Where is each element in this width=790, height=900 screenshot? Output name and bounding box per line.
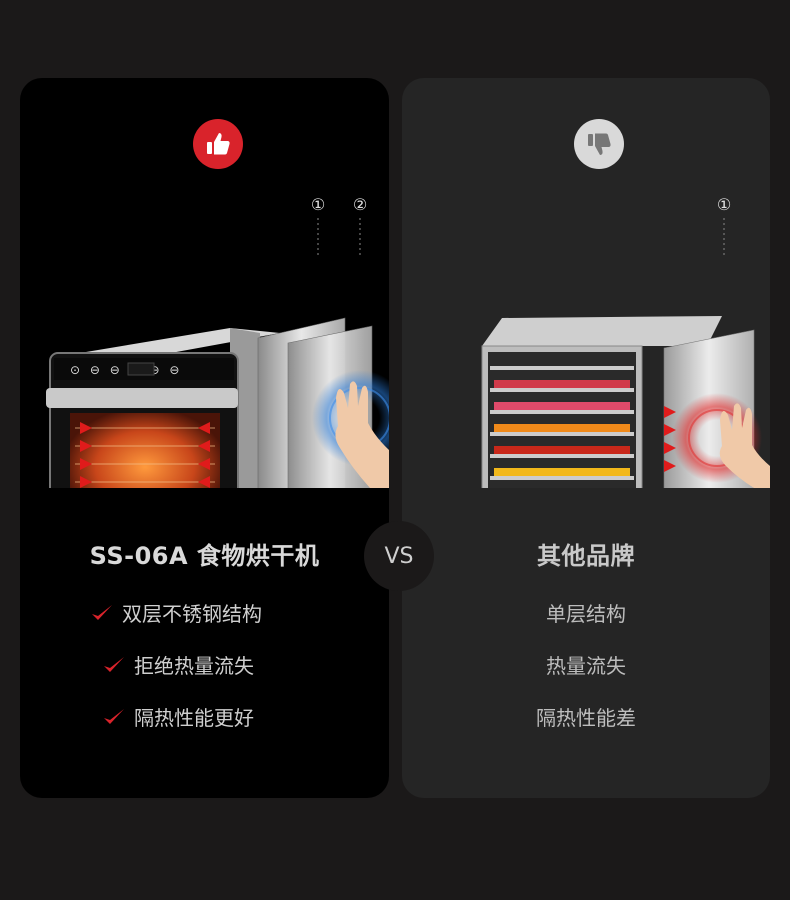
thumbs-up-badge — [193, 119, 243, 169]
checkmark-icon — [102, 707, 126, 727]
dehydrator-illustration: ① ② ⊙ ⊖ ⊖ ⊕ ⊖ ⊖ — [46, 195, 389, 488]
thumbs-down-icon — [588, 133, 611, 155]
our-product-panel: ① ② ⊙ ⊖ ⊖ ⊕ ⊖ ⊖ — [20, 78, 389, 798]
thumbs-down-badge — [574, 119, 624, 169]
feature-item: 双层不锈钢结构 — [20, 598, 389, 627]
checkmark-icon — [90, 603, 114, 623]
hand-illustration — [719, 403, 770, 488]
other-brand-panel: ① — [402, 78, 770, 798]
feature-label: 隔热性能差 — [536, 706, 636, 730]
feature-label: 拒绝热量流失 — [134, 654, 254, 678]
feature-item: 热量流失 — [402, 650, 770, 679]
thumbs-up-icon — [207, 133, 230, 155]
product-title: SS-06A 食物烘干机 — [89, 542, 320, 570]
panel-button-icons: ⊙ ⊖ ⊖ ⊕ ⊖ ⊖ — [70, 363, 182, 377]
feature-item: 隔热性能更好 — [20, 702, 389, 731]
feature-label: 热量流失 — [546, 654, 626, 678]
feature-label: 单层结构 — [546, 602, 626, 626]
competitor-title: 其他品牌 — [537, 542, 635, 570]
layer-marker-1: ① — [717, 195, 731, 214]
feature-item: 拒绝热量流失 — [20, 650, 389, 679]
feature-item: 隔热性能差 — [402, 702, 770, 731]
vs-badge: VS — [364, 521, 434, 591]
feature-item: 单层结构 — [402, 598, 770, 627]
feature-label: 隔热性能更好 — [134, 706, 254, 730]
feature-label: 双层不锈钢结构 — [122, 602, 262, 626]
checkmark-icon — [102, 655, 126, 675]
layer-marker-2: ② — [353, 195, 367, 214]
layer-marker-1: ① — [311, 195, 325, 214]
dehydrator-illustration: ① — [481, 195, 770, 488]
hand-illustration — [335, 381, 389, 488]
